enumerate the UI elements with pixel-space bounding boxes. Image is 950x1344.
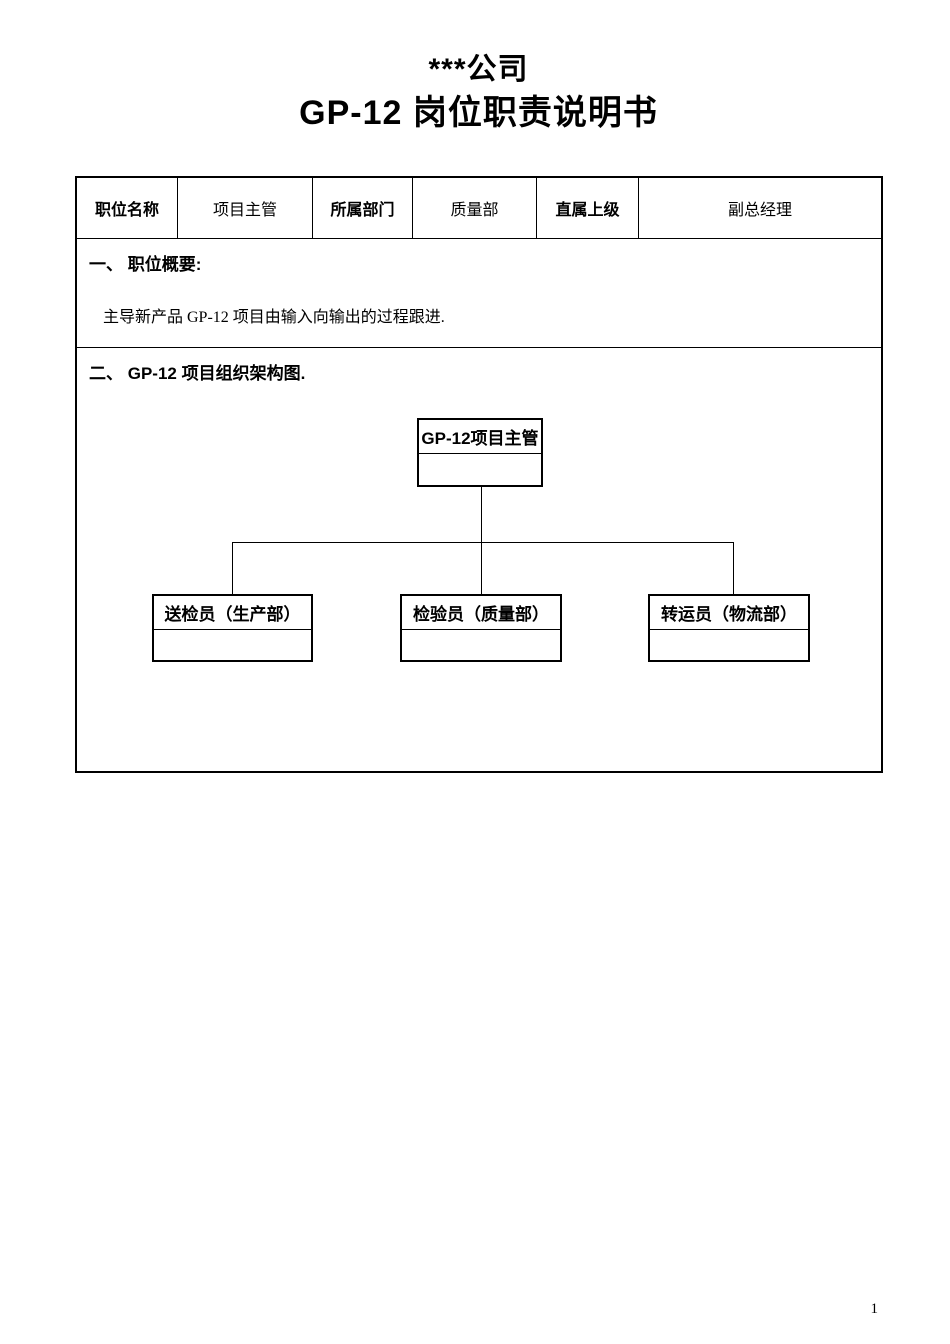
- job-description-table: 职位名称 项目主管 所属部门 质量部 直属上级 副总经理 一、 职位概要: 主导…: [75, 176, 883, 773]
- org-child-1-empty-cell: [154, 630, 311, 660]
- connector-horizontal: [232, 542, 734, 543]
- section-2-heading: 二、 GP-12 项目组织架构图.: [89, 364, 306, 383]
- org-child-1-label: 送检员（生产部）: [154, 596, 311, 630]
- connector-left-vertical: [232, 542, 233, 594]
- connector-right-vertical: [733, 542, 734, 594]
- org-chart-child-box-transporter: 转运员（物流部）: [648, 594, 810, 662]
- org-child-2-label: 检验员（质量部）: [402, 596, 560, 630]
- org-child-2-empty-cell: [402, 630, 560, 660]
- org-child-3-label: 转运员（物流部）: [650, 596, 808, 630]
- connector-root-vertical: [481, 487, 482, 594]
- section-1-heading: 一、 职位概要:: [89, 255, 202, 274]
- field-label-department: 所属部门: [313, 178, 413, 238]
- field-value-department: 质量部: [413, 178, 537, 238]
- field-label-position-name: 职位名称: [77, 178, 178, 238]
- info-header-row: 职位名称 项目主管 所属部门 质量部 直属上级 副总经理: [77, 178, 881, 239]
- document-title: GP-12 岗位职责说明书: [299, 94, 658, 132]
- org-root-empty-cell: [419, 454, 541, 485]
- page-number: 1: [870, 1301, 879, 1317]
- org-chart-child-box-inspection-sender: 送检员（生产部）: [152, 594, 313, 662]
- section-position-summary: 一、 职位概要: 主导新产品 GP-12 项目由输入向输出的过程跟进.: [77, 239, 881, 348]
- field-value-position-name: 项目主管: [178, 178, 313, 238]
- org-chart-root-box: GP-12项目主管: [417, 418, 543, 487]
- field-label-direct-superior: 直属上级: [537, 178, 639, 238]
- document-titles: ***公司 GP-12 岗位职责说明书: [75, 50, 882, 136]
- org-root-label: GP-12项目主管: [419, 420, 541, 454]
- org-chart-child-box-inspector: 检验员（质量部）: [400, 594, 562, 662]
- section-1-body-text: 主导新产品 GP-12 项目由输入向输出的过程跟进.: [103, 309, 445, 326]
- org-child-3-empty-cell: [650, 630, 808, 660]
- field-value-direct-superior: 副总经理: [727, 202, 792, 219]
- section-org-chart: 二、 GP-12 项目组织架构图. GP-12项目主管 送检员（生产部） 检验员…: [77, 348, 881, 771]
- company-title: ***公司: [428, 53, 529, 86]
